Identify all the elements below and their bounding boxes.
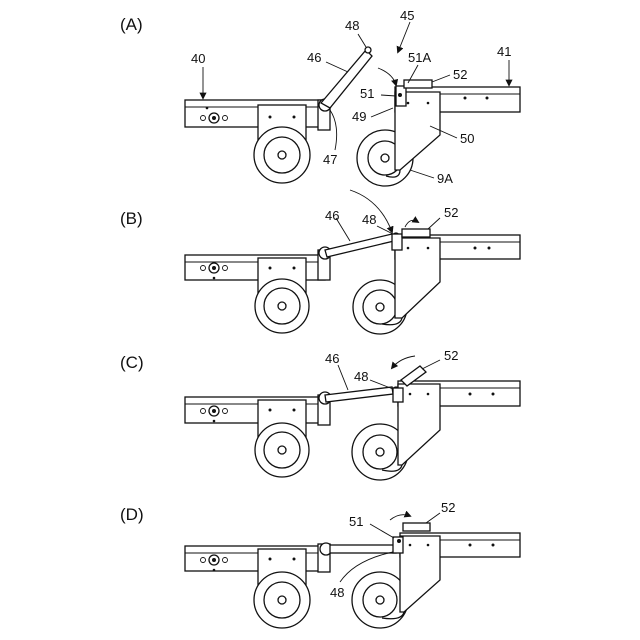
- ref-46: 46: [325, 208, 339, 223]
- ref-49: 49: [352, 109, 366, 124]
- left-caster: [255, 258, 309, 333]
- panel-d: (D): [120, 500, 520, 628]
- ref-45: 45: [400, 8, 414, 23]
- ref-50: 50: [460, 131, 474, 146]
- ref-48: 48: [345, 18, 359, 33]
- ref-51: 51: [349, 514, 363, 529]
- ref-9a: 9A: [437, 171, 453, 186]
- left-caster: [255, 400, 309, 477]
- ref-52: 52: [453, 67, 467, 82]
- ref-51: 51: [360, 86, 374, 101]
- panel-c-label: (C): [120, 353, 144, 372]
- right-caster: [353, 238, 440, 334]
- ref-46: 46: [307, 50, 321, 65]
- ref-52: 52: [441, 500, 455, 515]
- ref-48: 48: [330, 585, 344, 600]
- panel-a: (A): [120, 8, 520, 186]
- ref-52: 52: [444, 205, 458, 220]
- panel-b-label: (B): [120, 209, 143, 228]
- panel-d-label: (D): [120, 505, 144, 524]
- ref-51a: 51A: [408, 50, 431, 65]
- ref-52: 52: [444, 348, 458, 363]
- ref-41: 41: [497, 44, 511, 59]
- ref-46: 46: [325, 351, 339, 366]
- panel-c: (C): [120, 348, 520, 480]
- ref-47: 47: [323, 152, 337, 167]
- panel-b: (B): [120, 190, 520, 334]
- ref-40: 40: [191, 51, 205, 66]
- panel-a-label: (A): [120, 15, 143, 34]
- left-caster: [254, 105, 310, 183]
- ref-48: 48: [354, 369, 368, 384]
- left-caster: [254, 549, 310, 628]
- ref-48: 48: [362, 212, 376, 227]
